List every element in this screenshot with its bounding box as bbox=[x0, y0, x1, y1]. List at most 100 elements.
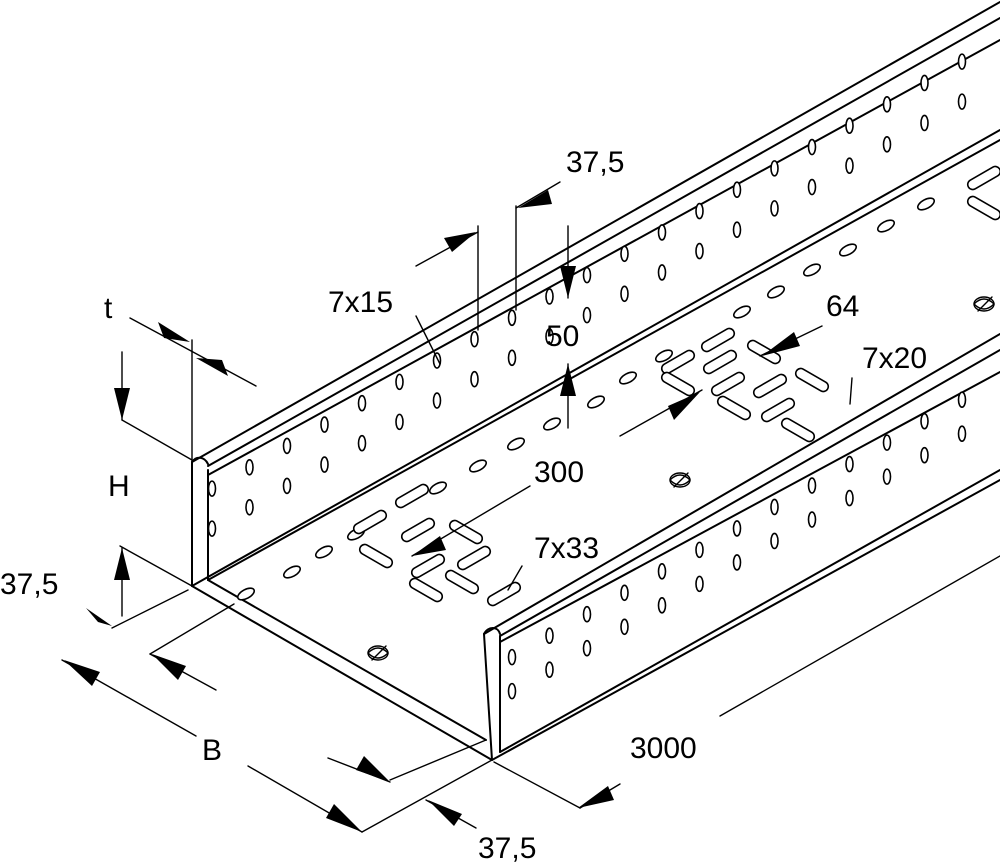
perforation-hole bbox=[920, 114, 929, 132]
perforation-hole bbox=[432, 352, 442, 369]
perforation-hole bbox=[845, 489, 854, 507]
perforation-hole bbox=[732, 181, 742, 199]
perforation-hole bbox=[282, 565, 302, 579]
dimension-t bbox=[114, 317, 257, 463]
perforation-hole bbox=[654, 349, 674, 363]
perforation-hole bbox=[545, 627, 554, 644]
right-side-wall bbox=[483, 333, 1000, 761]
perforation-hole bbox=[468, 459, 488, 473]
perforation-hole bbox=[545, 288, 554, 305]
dimension-b bbox=[61, 603, 493, 833]
perforation-hole bbox=[695, 541, 704, 559]
dimension-300 bbox=[411, 389, 703, 557]
perforation-hole bbox=[920, 74, 929, 92]
perforation-hole bbox=[770, 200, 779, 217]
screw-fixing-icon bbox=[669, 472, 691, 488]
perforation-hole bbox=[770, 498, 779, 516]
label-50: 50 bbox=[546, 320, 579, 353]
perforation-hole bbox=[470, 330, 479, 348]
perforation-hole bbox=[506, 437, 526, 451]
perforation-hole bbox=[802, 263, 822, 277]
perforation-hole bbox=[770, 532, 779, 550]
perforation-hole bbox=[807, 178, 817, 196]
perforation-hole bbox=[507, 682, 517, 700]
tray-floor bbox=[191, 579, 493, 761]
perforation-hole bbox=[618, 371, 638, 385]
label-64: 64 bbox=[826, 290, 859, 323]
label-375-bottom: 37,5 bbox=[478, 832, 536, 865]
perforation-hole bbox=[236, 587, 256, 601]
perforation-hole bbox=[657, 224, 667, 241]
perforation-hole bbox=[542, 417, 562, 431]
perforation-hole bbox=[807, 511, 817, 528]
perforation-hole bbox=[620, 285, 629, 303]
perforation-hole bbox=[507, 309, 517, 327]
perforation-hole bbox=[357, 434, 367, 452]
floor-holes bbox=[236, 197, 936, 601]
perforation-hole bbox=[957, 425, 967, 443]
perforation-hole bbox=[545, 661, 554, 678]
perforation-hole bbox=[920, 412, 929, 430]
perforation-hole bbox=[586, 395, 606, 409]
perforation-hole bbox=[282, 437, 292, 455]
perforation-hole bbox=[657, 264, 667, 281]
perforation-hole bbox=[957, 93, 967, 110]
perforation-hole bbox=[845, 157, 854, 174]
label-3000: 3000 bbox=[630, 732, 697, 765]
perforation-hole bbox=[657, 597, 667, 614]
perforation-hole bbox=[957, 53, 967, 70]
perforation-hole bbox=[470, 370, 479, 388]
perforation-hole bbox=[876, 219, 896, 233]
label-b: B bbox=[202, 734, 222, 767]
perforation-hole bbox=[882, 468, 892, 485]
perforation-hole bbox=[807, 477, 817, 494]
dimension-64 bbox=[759, 325, 823, 357]
perforation-hole bbox=[845, 455, 854, 473]
perforation-hole bbox=[245, 498, 254, 516]
perforation-hole bbox=[766, 285, 786, 299]
slot-cluster-far bbox=[966, 165, 1000, 221]
perforation-hole bbox=[770, 160, 779, 177]
label-300: 300 bbox=[534, 456, 584, 489]
perforation-hole bbox=[882, 96, 892, 113]
label-375-top: 37,5 bbox=[566, 146, 624, 179]
perforation-hole bbox=[732, 520, 742, 537]
perforation-hole bbox=[657, 563, 667, 580]
perforation-hole bbox=[432, 392, 442, 409]
perforation-hole bbox=[882, 136, 892, 153]
perforation-hole bbox=[882, 434, 892, 451]
perforation-hole bbox=[207, 480, 217, 497]
slot-cluster-back bbox=[660, 327, 830, 443]
leader-7x20 bbox=[849, 377, 853, 405]
perforation-hole bbox=[957, 391, 967, 409]
perforation-hole bbox=[732, 221, 742, 239]
screw-fixing-icon bbox=[973, 296, 995, 312]
perforation-hole bbox=[357, 394, 367, 412]
perforation-hole bbox=[916, 197, 936, 211]
perforation-hole bbox=[320, 416, 329, 433]
dimension-50 bbox=[560, 225, 576, 429]
perforation-hole bbox=[838, 243, 858, 257]
perforation-hole bbox=[395, 373, 404, 391]
perforation-hole bbox=[732, 305, 752, 319]
screw-fixing-icon bbox=[367, 645, 389, 661]
leader-7x15 bbox=[415, 315, 441, 365]
perforation-hole bbox=[695, 202, 704, 220]
label-375-left: 37,5 bbox=[0, 568, 58, 601]
perforation-hole bbox=[207, 520, 217, 537]
label-h: H bbox=[108, 470, 130, 503]
dimension-h bbox=[86, 545, 193, 629]
right-wall-holes bbox=[507, 391, 967, 700]
perforation-hole bbox=[507, 349, 517, 367]
perforation-hole bbox=[582, 605, 592, 623]
perforation-hole bbox=[620, 245, 629, 263]
slot-cluster-front bbox=[352, 483, 522, 607]
left-wall-holes bbox=[207, 53, 967, 537]
perforation-hole bbox=[732, 554, 742, 571]
label-7x20: 7x20 bbox=[862, 342, 927, 375]
perforation-hole bbox=[314, 545, 334, 559]
dimension-375-top bbox=[415, 181, 561, 331]
perforation-hole bbox=[920, 446, 929, 464]
left-side-wall bbox=[191, 1, 1000, 587]
